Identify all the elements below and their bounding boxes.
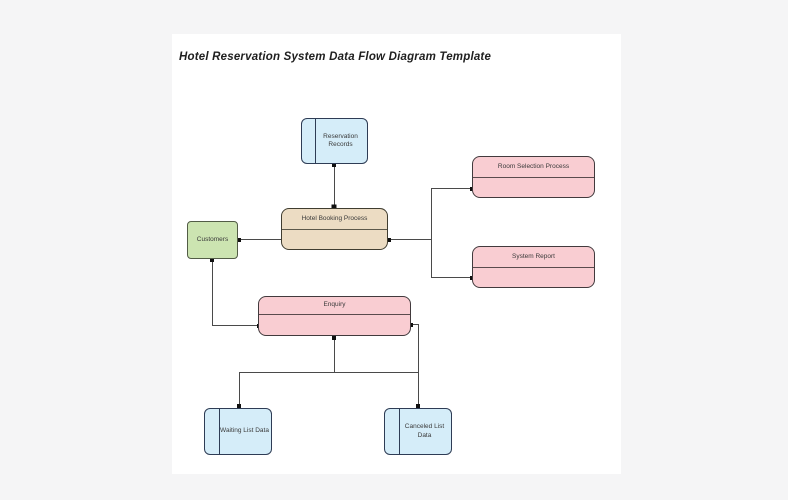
connector-segment [411,324,419,325]
connector-segment [431,188,472,189]
connector-endpoint-dot [237,404,241,408]
connector-segment [239,372,240,408]
node-waiting-list-data[interactable]: Waiting List Data [204,408,272,455]
connector-endpoint-dot [237,238,241,242]
connector-endpoint-dot [332,163,336,167]
diagram-canvas: Hotel Reservation System Data Flow Diagr… [172,34,621,474]
connector-segment [334,337,335,372]
node-hotel-booking-process[interactable]: Hotel Booking Process [281,208,388,250]
connector-endpoint-dot [210,258,214,262]
connector-segment [418,324,419,408]
connector-endpoint-dot [416,404,420,408]
node-canceled-list-data[interactable]: Canceled List Data [384,408,452,455]
node-customers[interactable]: Customers [187,221,238,259]
page-title: Hotel Reservation System Data Flow Diagr… [179,51,492,63]
connector-segment [212,325,258,326]
node-label: Enquiry [323,301,346,309]
node-label: Reservation Records [323,132,358,148]
node-system-report[interactable]: System Report [472,246,595,288]
connector-segment [431,188,432,278]
connector-endpoint-dot [387,238,391,242]
connector-segment [431,277,472,278]
node-label: Waiting List Data [220,427,269,435]
node-reservation-records[interactable]: Reservation Records [301,118,368,164]
connector-segment [212,259,213,326]
node-enquiry[interactable]: Enquiry [258,296,411,336]
connector-segment [334,165,335,208]
connector-segment [239,372,419,373]
node-label: System Report [512,252,555,260]
node-label: Room Selection Process [497,162,570,170]
node-label: Customers [196,235,229,243]
connector-segment [388,239,431,240]
node-label: Canceled List Data [404,423,445,439]
connector-endpoint-dot [332,336,336,340]
node-label: Hotel Booking Process [301,214,368,222]
connector-endpoint-dot [409,323,413,327]
connector-segment [238,239,281,240]
connector-endpoint-dot [331,204,337,210]
node-room-selection-process[interactable]: Room Selection Process [472,156,595,198]
